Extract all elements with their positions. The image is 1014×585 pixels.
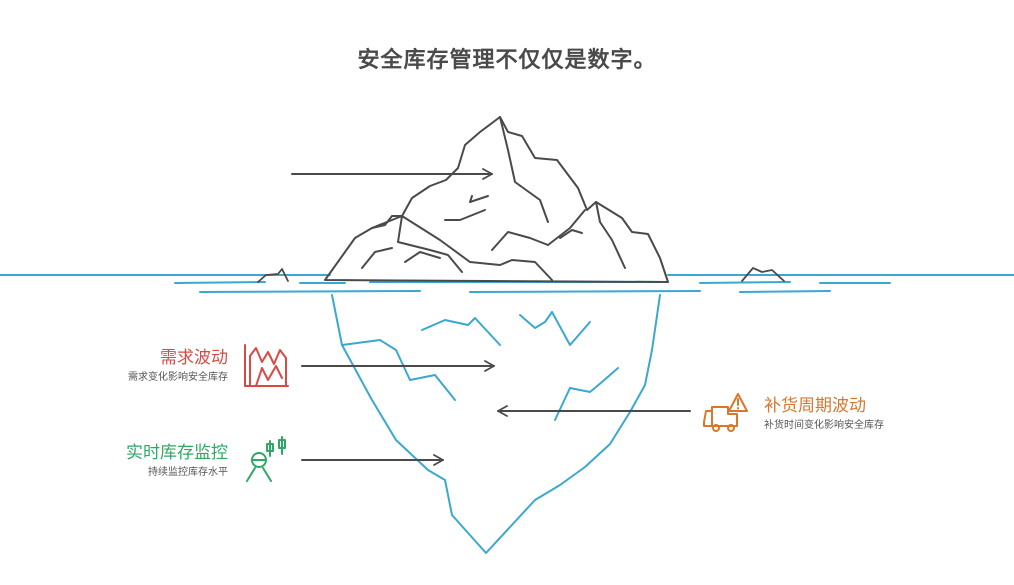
arrows (291, 168, 691, 466)
realtime-monitoring-label: 实时库存监控 持续监控库存水平 (126, 443, 228, 479)
page-title: 安全库存管理不仅仅是数字。 (357, 48, 657, 73)
iceberg-tip (324, 116, 669, 283)
replenishment-fluctuation-label: 补货周期波动 补货时间变化影响安全库存 (764, 396, 884, 432)
replenishment-fluctuation-description: 补货时间变化影响安全库存 (764, 420, 884, 431)
replenishment-fluctuation-heading: 补货周期波动 (764, 396, 866, 416)
demand-fluctuation-label: 需求波动 需求变化影响安全库存 (128, 348, 228, 384)
demand-fluctuation-icon (244, 344, 289, 387)
realtime-monitoring-description: 持续监控库存水平 (148, 467, 228, 478)
iceberg-underwater (331, 294, 661, 554)
delivery-truck-warning-icon (703, 393, 748, 432)
waterline (0, 274, 1014, 293)
demand-fluctuation-description: 需求变化影响安全库存 (128, 372, 228, 383)
realtime-monitoring-heading: 实时库存监控 (126, 443, 228, 463)
ice-floats (257, 267, 785, 283)
realtime-monitoring-icon (246, 436, 286, 482)
demand-fluctuation-heading: 需求波动 (160, 348, 228, 368)
